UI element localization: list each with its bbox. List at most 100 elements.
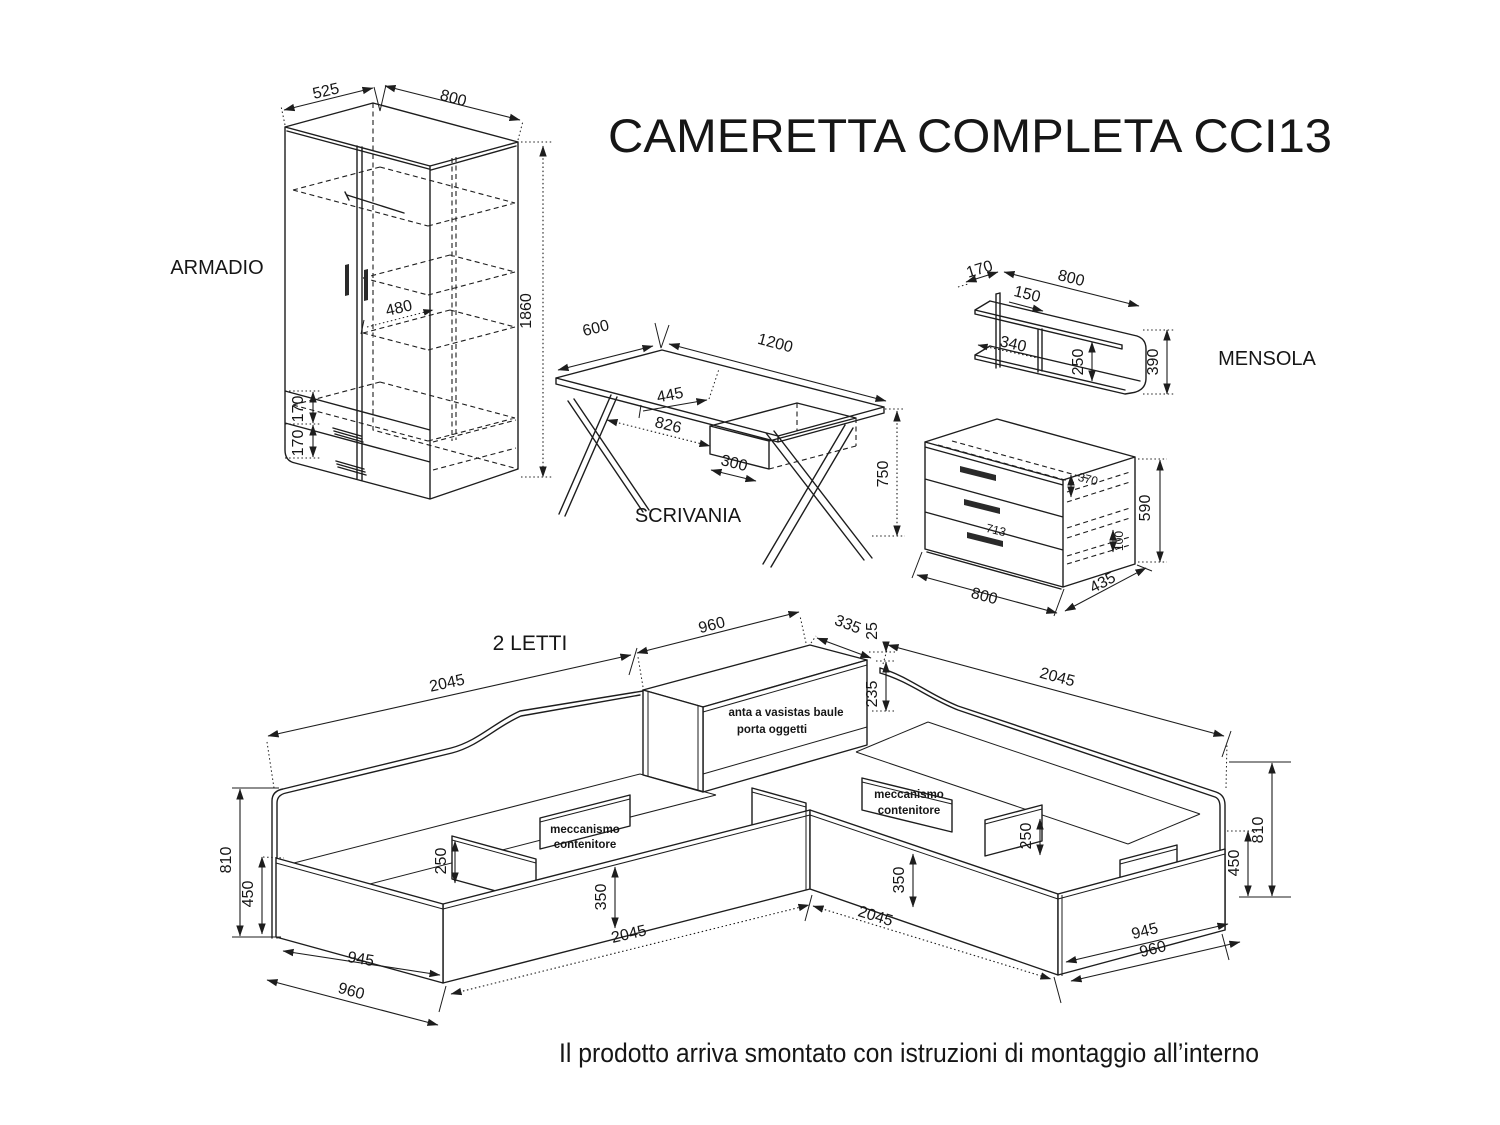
dim-bed-right-box: 450	[1226, 850, 1243, 877]
bed-band-details	[275, 811, 1226, 976]
dim-dresser-width: 800	[969, 585, 999, 608]
dim-shelf-width: 800	[1056, 267, 1086, 290]
dim-bed-left-divider: 250	[433, 848, 450, 875]
bed-left-mechanism-panel	[539, 794, 631, 850]
wardrobe-details	[332, 191, 405, 476]
dim-line-desk-drawer	[710, 468, 757, 483]
wardrobe-door-handles	[345, 264, 368, 301]
dresser-drawing: 370 713 100 800 435 590	[911, 418, 1167, 617]
dim-line-bed-right-foot-out	[1070, 940, 1241, 983]
mech-right-line1: meccanismo	[874, 789, 944, 801]
dim-drawer-top: 170	[290, 396, 307, 423]
dim-line-wardrobe-depth	[283, 86, 374, 112]
dim-shelf-depth: 170	[964, 258, 995, 282]
shelf-label: MENSOLA	[1218, 348, 1316, 370]
dim-shelf-height: 390	[1145, 349, 1162, 376]
dim-dresser-height: 590	[1137, 495, 1154, 522]
wardrobe-drawing: 525 800 1860 480 170 170 ARMADIO	[170, 80, 552, 500]
dim-line-corner-depth	[816, 637, 872, 659]
dim-dresser-inner-small: 100	[1112, 531, 1126, 551]
desk-label: SCRIVANIA	[635, 505, 742, 527]
dim-shelf-span: 340	[998, 333, 1028, 356]
dim-shelf-lip: 150	[1012, 283, 1042, 306]
bed-right-mechanism-panel	[861, 777, 953, 833]
dim-line-bed-left-foot-out	[266, 979, 439, 1026]
dim-desk-clear: 826	[653, 414, 683, 437]
desk-aux-ticks	[638, 322, 670, 419]
dim-line-shelf-width	[1003, 270, 1140, 308]
mech-right-line2: contenitore	[878, 805, 941, 817]
dim-bed-left-foot-in: 945	[346, 949, 375, 970]
dim-bed-left-length: 2045	[428, 672, 466, 696]
wardrobe-outline	[284, 102, 519, 500]
dresser-handles	[960, 466, 1003, 547]
dim-bed-right-divider: 250	[1018, 823, 1035, 850]
dim-desk-height: 750	[875, 461, 892, 488]
page-title: CAMERETTA COMPLETA CCI13	[608, 109, 1332, 162]
dim-corner-depth: 335	[832, 612, 863, 637]
corner-unit-left	[642, 689, 704, 793]
dim-corner-height: 235	[864, 681, 881, 708]
wardrobe-extension-lines	[280, 105, 552, 478]
shelf-drawing: 170 800 150 340 250 390 MENSOLA	[957, 258, 1317, 395]
dim-bed-right-wall: 350	[891, 867, 908, 894]
dim-bed-right-foot-in: 945	[1130, 920, 1160, 943]
dim-line-bed-right-length	[887, 644, 1225, 737]
desk-hidden-lines	[768, 403, 857, 470]
dim-desk-drawer: 300	[719, 452, 749, 475]
dim-shelf-inner: 250	[1070, 349, 1087, 376]
dresser-outline	[924, 418, 1136, 590]
shelf-outline	[974, 292, 1147, 395]
dim-line-desk-inset	[642, 398, 708, 412]
dim-bed-left-wall: 350	[593, 884, 610, 911]
dim-line-shelf-lip	[1008, 301, 1044, 312]
corner-unit-details	[647, 664, 868, 790]
dim-wardrobe-depth: 525	[311, 80, 341, 103]
dim-wardrobe-interior: 480	[384, 297, 414, 320]
dim-line-bed-right-length-bottom	[812, 905, 1052, 980]
footer-note: Il prodotto arriva smontato con istruzio…	[559, 1038, 1259, 1068]
dim-line-bed-left-length	[267, 653, 632, 738]
bed-extension-lines	[262, 615, 1257, 859]
beds-label: 2 LETTI	[493, 632, 568, 655]
beds-drawing: 2 LETTI 2045 960 335 25 235 2045 810 450…	[218, 610, 1291, 1026]
wardrobe-label: ARMADIO	[170, 257, 263, 279]
dim-line-desk-depth	[557, 344, 654, 372]
dim-desk-width: 1200	[756, 331, 795, 357]
dim-line-wardrobe-interior	[366, 309, 434, 328]
dim-line-corner-width	[636, 610, 800, 655]
bed-left-front-band	[442, 809, 811, 984]
wardrobe-hidden-lines	[292, 103, 519, 471]
desk-outline	[555, 349, 885, 568]
dim-dresser-inner-top: 370	[1077, 470, 1100, 489]
dim-bed-right-side: 810	[1250, 817, 1267, 844]
dim-bed-left-side: 810	[218, 847, 235, 874]
dim-dresser-inner-mid: 713	[985, 521, 1008, 540]
dim-bed-right-foot-out: 960	[1138, 938, 1168, 961]
dim-wardrobe-height: 1860	[518, 293, 535, 329]
dim-line-dresser-width	[916, 574, 1058, 614]
dresser-extension-lines	[1138, 458, 1167, 563]
dim-wardrobe-width: 800	[438, 87, 468, 110]
desk-drawing: 600 1200 445 826 300 750 SCRIVANIA	[555, 317, 905, 568]
bed-left-interior-details	[451, 791, 807, 864]
dim-desk-depth: 600	[581, 317, 611, 340]
dim-line-shelf-depth	[965, 271, 999, 283]
dim-line-bed-left-foot-in	[282, 948, 441, 978]
bed-right-interior-details	[861, 781, 1178, 865]
dim-drawer-bottom: 170	[290, 430, 307, 457]
dim-line-wardrobe-width	[384, 84, 521, 122]
dim-dresser-depth: 435	[1087, 569, 1119, 597]
dim-bed-left-box: 450	[240, 881, 257, 908]
mech-left-line1: meccanismo	[550, 824, 620, 836]
dim-line-desk-clear	[606, 418, 711, 448]
dim-corner-width: 960	[697, 614, 727, 637]
dim-gap: 25	[864, 622, 881, 640]
bed-right-floor	[855, 721, 1201, 845]
dim-bed-left-foot-out: 960	[336, 980, 366, 1003]
mech-left-line2: contenitore	[554, 839, 617, 851]
dim-line-desk-width	[668, 343, 887, 402]
dim-desk-inset: 445	[655, 385, 685, 407]
